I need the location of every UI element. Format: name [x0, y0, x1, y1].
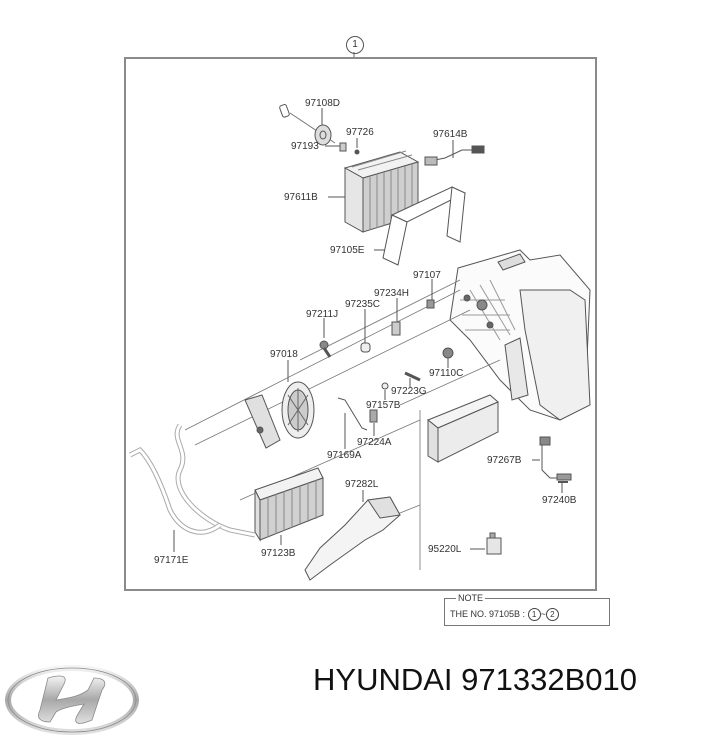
part-label[interactable]: 97614B: [433, 129, 468, 140]
part-label[interactable]: 97223G: [391, 386, 427, 397]
part-label[interactable]: 97193: [291, 141, 319, 152]
part-label[interactable]: 97267B: [487, 455, 522, 466]
product-caption: HYUNDAI 971332B010: [313, 662, 637, 697]
part-label[interactable]: 97123B: [261, 548, 296, 559]
part-label[interactable]: 97611B: [284, 192, 318, 203]
note-range-sep: ~: [540, 608, 546, 619]
part-label[interactable]: 97224A: [357, 437, 392, 448]
part-label[interactable]: 97240B: [542, 495, 577, 506]
note-text: THE NO. 97105B : 1~2: [450, 608, 559, 621]
part-label[interactable]: 97171E: [154, 555, 189, 566]
callout-number: 1: [346, 36, 364, 54]
part-label[interactable]: 97235C: [345, 299, 381, 310]
part-label[interactable]: 97211J: [306, 309, 339, 320]
parts-diagram: 1 97108D 97726 97193 97614B 97611B 97105…: [124, 36, 610, 626]
part-label[interactable]: 97108D: [305, 98, 341, 109]
note-box: [444, 598, 610, 626]
part-label[interactable]: 97157B: [366, 400, 401, 411]
note-prefix: THE NO. 97105B :: [450, 608, 526, 619]
hyundai-logo-icon: [4, 664, 142, 736]
parts-drawing: [124, 52, 597, 591]
note-title: NOTE: [456, 593, 486, 603]
part-label[interactable]: 97169A: [327, 450, 362, 461]
note-range-end: 2: [545, 608, 559, 621]
part-label[interactable]: 97110C: [429, 368, 464, 379]
part-label[interactable]: 97726: [346, 127, 374, 138]
part-label[interactable]: 97107: [413, 270, 441, 281]
note-range-start: 1: [527, 608, 541, 621]
part-label[interactable]: 97282L: [345, 479, 379, 490]
part-label[interactable]: 97234H: [374, 288, 410, 299]
part-label[interactable]: 95220L: [428, 544, 462, 555]
part-label[interactable]: 97018: [270, 349, 298, 360]
part-label[interactable]: 97105E: [330, 245, 365, 256]
